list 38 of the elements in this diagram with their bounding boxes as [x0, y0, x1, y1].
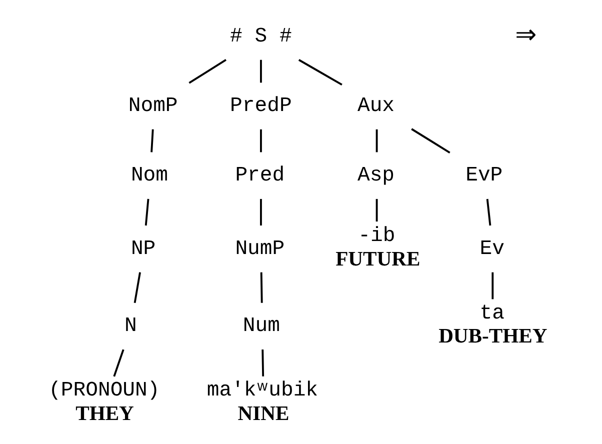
- label: ⇒: [514, 20, 536, 50]
- node-text: Num: [242, 315, 280, 338]
- connector: [410, 128, 450, 154]
- node-text: Aux: [356, 95, 394, 118]
- connector: [375, 129, 378, 152]
- connector: [260, 198, 262, 226]
- node-text: ta: [479, 302, 504, 326]
- connector: [112, 349, 124, 377]
- connector: [491, 272, 494, 300]
- connector: [260, 272, 262, 303]
- node-text: EvP: [465, 164, 502, 188]
- node-text: Nom: [130, 164, 168, 188]
- node-text: # S #: [230, 26, 292, 49]
- node-label: FUTURE: [335, 248, 420, 271]
- node-label: THEY: [75, 402, 134, 425]
- connector: [298, 59, 342, 86]
- node-text: PredP: [230, 95, 292, 118]
- node-text: Ev: [479, 238, 504, 261]
- node-text: -ib: [358, 225, 395, 248]
- node-text: NomP: [128, 95, 178, 118]
- node-text: Asp: [356, 164, 394, 188]
- connector: [150, 129, 154, 152]
- connector: [486, 198, 491, 226]
- connector: [188, 59, 226, 84]
- connector: [133, 272, 140, 304]
- node-text: (PRONOUN): [48, 380, 160, 402]
- node-text: NP: [130, 238, 156, 261]
- node-text: N: [124, 315, 136, 338]
- node-text: ma'kʷubik: [206, 380, 318, 402]
- node-text: Pred: [234, 164, 284, 188]
- node-label: DUB-THEY: [438, 326, 547, 348]
- connector: [260, 60, 262, 83]
- connector: [261, 350, 264, 376]
- connector: [375, 198, 378, 222]
- node-text: NumP: [234, 238, 284, 261]
- node-label: NINE: [237, 402, 289, 425]
- connector: [260, 129, 262, 152]
- connector: [144, 198, 149, 226]
